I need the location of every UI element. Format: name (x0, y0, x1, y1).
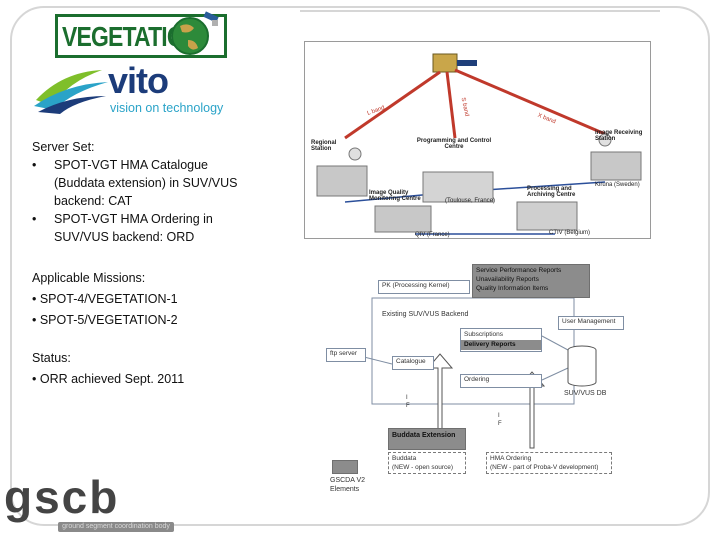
regional-station-label: Regional Station (311, 140, 337, 152)
buddata-box: Buddata (NEW - open source) (388, 452, 466, 474)
vito-logo-text: vito (108, 60, 169, 101)
vito-tagline: vision on technology (110, 101, 224, 115)
server-set-heading: Server Set: (32, 140, 95, 154)
buddata-extension-label: Buddata Extension (392, 432, 456, 439)
buddata-label: Buddata (392, 455, 417, 462)
kiruna-label: Kiruna (Sweden) (595, 182, 640, 188)
user-management-box: User Management (558, 316, 624, 330)
spr-label: Service Performance Reports (476, 267, 562, 274)
status-heading: Status: (32, 351, 71, 365)
ftp-server-box: ftp server (326, 348, 366, 362)
if-label: I F (406, 395, 410, 409)
ctiv-label: CTIV (Belgium) (549, 230, 591, 236)
server-set-item-text: SPOT-VGT HMA Catalogue (Buddata extensio… (54, 158, 238, 208)
status-item: • ORR achieved Sept. 2011 (32, 372, 185, 386)
hma-ordering-box: HMA Ordering (NEW - part of Proba-V deve… (486, 452, 612, 474)
catalogue-box: Catalogue (392, 356, 434, 370)
catalogue-label: Catalogue (396, 358, 426, 365)
hma-ordering-note: (NEW - part of Proba-V development) (490, 464, 599, 471)
quality-centre-label: Image Quality Monitoring Centre (369, 190, 421, 202)
legend-label: GSCDA V2 Elements (330, 477, 366, 493)
backend-label: Existing SUV/VUS Backend (382, 311, 469, 318)
qiv-label: QIV (France) (415, 232, 450, 238)
missions-section: Applicable Missions: • SPOT-4/VEGETATION… (32, 268, 178, 331)
gscb-tagline: ground segment coordination body (58, 522, 174, 532)
qir-label: Quality Information Items (476, 285, 549, 292)
processing-centre-label: Processing and Archiving Centre (527, 186, 576, 198)
db-label: SUV/VUS DB (564, 390, 607, 397)
missions-heading: Applicable Missions: (32, 271, 146, 285)
globe-icon (171, 11, 219, 55)
hma-ordering-label: HMA Ordering (490, 455, 532, 462)
server-set-item: • SPOT-VGT HMA Ordering in SUV/VUS backe… (32, 210, 262, 246)
ground-segment-diagram: L band S band X band Regional Station Pr… (304, 41, 651, 239)
subscriptions-label: Subscriptions (464, 331, 504, 338)
ordering-box: Ordering (460, 374, 542, 388)
ordering-label: Ordering (464, 376, 490, 383)
gscb-logo-text: gscb (4, 471, 120, 523)
receiving-station-label: Image Receiving Station (595, 130, 643, 142)
user-management-label: User Management (562, 318, 616, 325)
slide-top-rule (300, 10, 660, 22)
architecture-connectors (359, 297, 597, 449)
slide-frame (10, 6, 710, 526)
server-set-item: • SPOT-VGT HMA Catalogue (Buddata extens… (32, 156, 262, 210)
status-section: Status: • ORR achieved Sept. 2011 (32, 348, 184, 390)
server-set-section: Server Set: • SPOT-VGT HMA Catalogue (Bu… (32, 138, 262, 246)
buddata-extension-box: Buddata Extension (388, 428, 466, 450)
reports-box: Service Performance Reports Unavailabili… (472, 264, 590, 298)
pk-label: PK (Processing Kernel) (382, 282, 450, 289)
ur-label: Unavailability Reports (476, 276, 539, 283)
ground-segment-links (316, 53, 642, 235)
processing-kernel-box: PK (Processing Kernel) (378, 280, 470, 294)
server-set-item-text: SPOT-VGT HMA Ordering in SUV/VUS backend… (54, 212, 213, 244)
vito-swoosh-icon (34, 70, 108, 114)
legend-swatch (332, 460, 358, 474)
buddata-note: (NEW - open source) (392, 464, 454, 471)
delivery-reports-label: Delivery Reports (461, 340, 541, 350)
mission-item: • SPOT-4/VEGETATION-1 (32, 292, 178, 306)
mission-item: • SPOT-5/VEGETATION-2 (32, 313, 178, 327)
programming-centre-label: Programming and Control Centre (416, 138, 492, 150)
ftp-server-label: ftp server (330, 350, 358, 357)
subscriptions-box: Subscriptions Delivery Reports (460, 328, 542, 352)
if-label: I F (498, 413, 502, 427)
toulouse-label: (Toulouse, France) (445, 198, 496, 204)
